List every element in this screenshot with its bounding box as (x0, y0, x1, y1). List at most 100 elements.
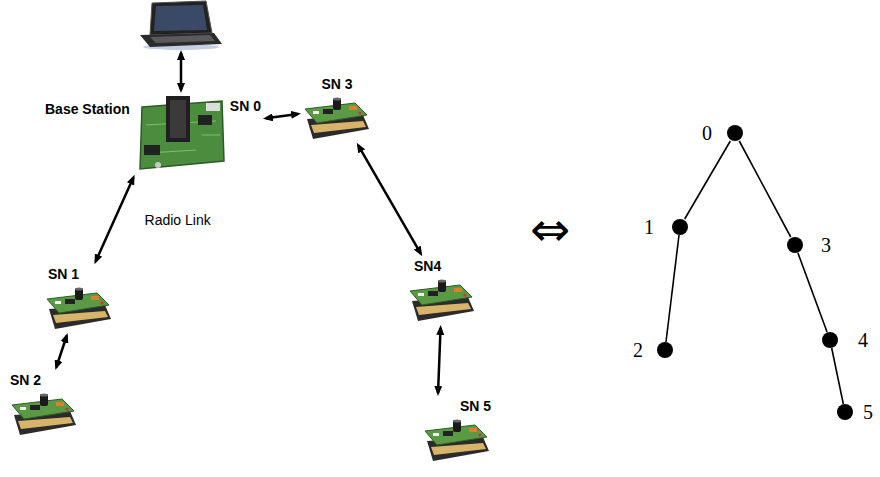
led (464, 294, 467, 297)
capacitor-top (75, 288, 83, 291)
tree-edge (739, 141, 790, 237)
vertex-shape (727, 125, 743, 141)
laptop-screen (154, 5, 207, 31)
tree-vertex: 3 (787, 237, 803, 253)
component (55, 301, 61, 304)
connector (206, 103, 220, 111)
tree-edge (685, 141, 731, 219)
vertex-number: 1 (644, 216, 654, 238)
vertex-shape (787, 237, 803, 253)
component (433, 433, 439, 436)
component (349, 106, 357, 110)
laptop-lid (150, 1, 212, 35)
capacitor-top (333, 98, 341, 101)
node-id: SN 0 (230, 98, 261, 115)
sensor-board-picture (423, 417, 491, 463)
component (313, 111, 319, 114)
tree-vertex: 5 (837, 404, 853, 420)
sensor-board-picture (408, 277, 476, 323)
vertex-shape (672, 219, 688, 235)
chip (323, 109, 333, 114)
node-id: SN 3 (321, 76, 352, 93)
laptop-base (140, 33, 222, 47)
tree-edge (798, 253, 827, 332)
socket-inner (170, 100, 186, 138)
capacitor (75, 288, 83, 300)
tree-vertex: 0 (727, 125, 743, 141)
sensor-board-picture (303, 95, 371, 141)
vertex-dot (837, 404, 853, 420)
led (66, 408, 69, 411)
equivalence-symbol: ⇔ (530, 205, 570, 253)
radio-link-arrow (358, 145, 421, 253)
sensor-board-picture (45, 285, 113, 331)
radio-link-arrow (266, 114, 298, 118)
socket (166, 96, 190, 142)
chip (443, 431, 453, 436)
sensor-node: SN 2 (10, 372, 78, 437)
vertex-dot (822, 332, 838, 348)
node-id: SN 2 (10, 372, 41, 389)
sensor-node: SN 5 (423, 398, 491, 463)
tree-edge (666, 235, 679, 342)
base-board-picture (136, 95, 226, 173)
chip (198, 115, 212, 125)
capacitor (453, 420, 461, 432)
capacitor-top (40, 394, 48, 397)
radio-link-arrow (96, 178, 134, 262)
base-station-node: Base Station SN 0 (45, 95, 261, 173)
node-id: SN4 (414, 258, 441, 275)
sensor-node: SN 3 (303, 76, 371, 141)
tree-vertex: 4 (822, 332, 838, 348)
node-id: SN 1 (48, 266, 79, 283)
component (454, 288, 462, 292)
laptop-icon (140, 1, 222, 50)
sensor-node: SN4 (408, 258, 476, 323)
vertex-number: 3 (821, 234, 831, 256)
component (418, 293, 424, 296)
vertex-shape (657, 342, 673, 358)
pcb (140, 101, 224, 169)
chip (428, 291, 438, 296)
component (91, 296, 99, 300)
jack (155, 162, 161, 168)
usb-link-arrow (180, 53, 183, 90)
vertex-dot (787, 237, 803, 253)
vertex-number: 5 (863, 401, 873, 423)
vertex-shape (822, 332, 838, 348)
vertex-number: 2 (633, 339, 643, 361)
radio-link-arrow (56, 336, 66, 368)
chip (30, 405, 40, 410)
capacitor (438, 280, 446, 292)
vertex-number: 4 (858, 329, 868, 351)
vertex-dot (657, 342, 673, 358)
chip (144, 145, 160, 155)
station-label: Base Station (45, 101, 130, 118)
node-id: SN 5 (460, 398, 491, 415)
component (56, 402, 64, 406)
radio-link-arrow (438, 328, 441, 393)
vertex-number: 0 (702, 122, 712, 144)
capacitor-top (453, 420, 461, 423)
capacitor (40, 394, 48, 406)
link-label: Radio Link (143, 212, 213, 229)
component (469, 428, 477, 432)
tree-vertex: 2 (657, 342, 673, 358)
capacitor-top (438, 280, 446, 283)
laptop-keyboard (150, 35, 215, 43)
led (359, 112, 362, 115)
tree-vertex: 1 (672, 219, 688, 235)
led (101, 302, 104, 305)
sensor-node: SN 1 (45, 266, 113, 331)
led (479, 434, 482, 437)
component (20, 407, 26, 410)
sensor-board-picture (10, 391, 78, 437)
capacitor (333, 98, 341, 110)
vertex-shape (837, 404, 853, 420)
vertex-dot (672, 219, 688, 235)
chip (65, 299, 75, 304)
tree-edge (832, 348, 844, 404)
